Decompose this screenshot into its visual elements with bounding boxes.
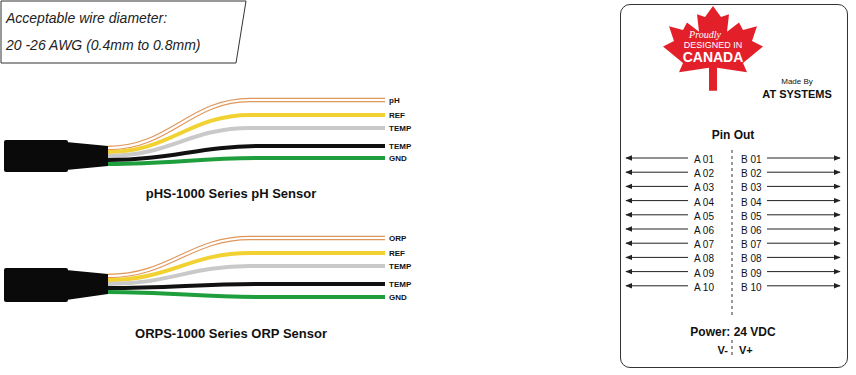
maple-leaf: ProudlyDESIGNED INCANADA bbox=[663, 6, 763, 98]
pin-name: B 05 bbox=[741, 210, 762, 221]
pin-name: B 09 bbox=[741, 267, 762, 278]
pin-name: A 05 bbox=[694, 210, 714, 221]
pin-name: B 03 bbox=[741, 182, 762, 193]
pin-name: B 08 bbox=[741, 253, 762, 264]
orp-sensor-cable bbox=[4, 238, 385, 302]
pin-name: B 07 bbox=[741, 239, 762, 250]
maker-name: AT SYSTEMS bbox=[762, 88, 831, 100]
pin-name: A 01 bbox=[694, 154, 714, 165]
sensor-caption: ORPS-1000 Series ORP Sensor bbox=[135, 326, 327, 341]
pinout-heading: Pin Out bbox=[712, 128, 755, 142]
pin-name: A 10 bbox=[694, 281, 714, 292]
power-label: Power: 24 VDC bbox=[690, 325, 775, 339]
wire-label: REF bbox=[389, 111, 405, 120]
wire-label: TEMP bbox=[389, 262, 411, 271]
pin-name: A 09 bbox=[694, 267, 714, 278]
pin-name: A 04 bbox=[694, 196, 714, 207]
wire-label: TEMP bbox=[389, 142, 411, 151]
pinout-panel: Made By AT SYSTEMS Pin Out A 01 A 02 A 03 A 04… bbox=[620, 4, 848, 368]
terminal-label: V+ bbox=[739, 344, 753, 356]
wire-label: REF bbox=[389, 249, 405, 258]
pin-name: B 01 bbox=[741, 154, 762, 165]
pin-name: A 08 bbox=[694, 253, 714, 264]
pin-name: A 07 bbox=[694, 239, 714, 250]
pin-name: A 02 bbox=[694, 168, 714, 179]
wire-label: GND bbox=[389, 154, 407, 163]
pin-arrows bbox=[626, 158, 840, 286]
sensor-caption: pHS-1000 Series pH Sensor bbox=[146, 186, 317, 201]
ph-sensor-cable bbox=[4, 100, 385, 172]
pin-name: B 06 bbox=[741, 225, 762, 236]
pin-name: B 10 bbox=[741, 281, 762, 292]
wire-label: GND bbox=[389, 293, 407, 302]
badge-text: Proudly bbox=[689, 29, 721, 40]
badge-text: DESIGNED IN bbox=[684, 40, 743, 50]
badge-title: CANADA bbox=[683, 49, 744, 65]
wire-label: pH bbox=[389, 96, 400, 105]
pin-name: A 06 bbox=[694, 225, 714, 236]
note-text: Acceptable wire diameter: bbox=[6, 10, 167, 26]
pin-name: B 04 bbox=[741, 196, 762, 207]
wire-label: ORP bbox=[389, 234, 406, 243]
terminal-label: V- bbox=[718, 344, 728, 356]
note-box: Acceptable wire diameter: 20 -26 AWG (0.4… bbox=[0, 0, 248, 64]
wire-label: TEMP bbox=[389, 124, 411, 133]
pin-name: A 03 bbox=[694, 182, 714, 193]
note-text: 20 -26 AWG (0.4mm to 0.8mm) bbox=[6, 37, 201, 53]
maker-label: Made By bbox=[781, 77, 813, 86]
wire-label: TEMP bbox=[389, 280, 411, 289]
note-outline bbox=[0, 0, 248, 64]
pin-name: B 02 bbox=[741, 168, 762, 179]
